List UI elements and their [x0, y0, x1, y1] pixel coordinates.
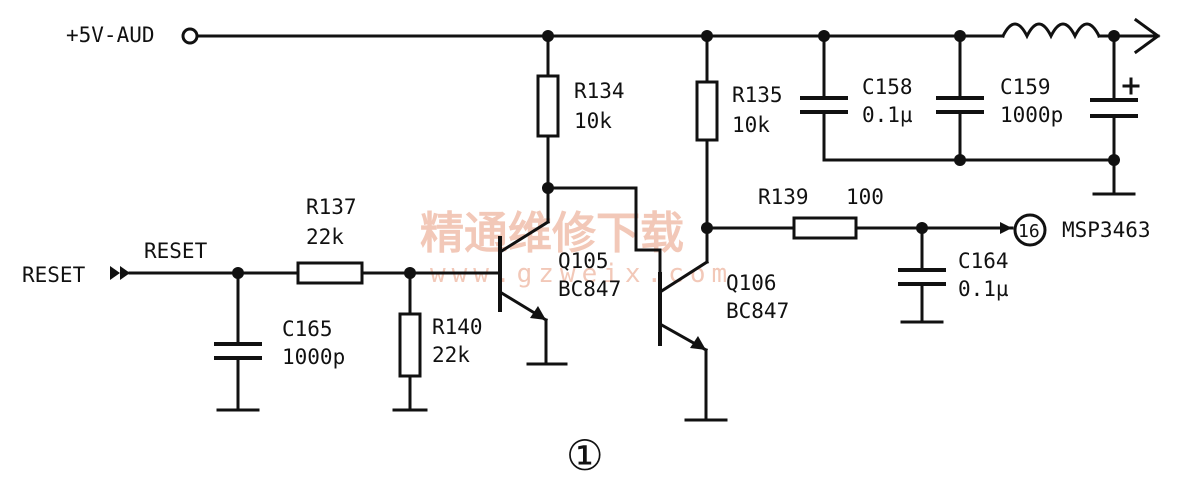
r137-value: 22k [306, 225, 344, 249]
r135-ref: R135 [732, 83, 783, 107]
c165-ref: C165 [282, 317, 333, 341]
supply-terminal [181, 27, 199, 45]
q105-part: BC847 [558, 277, 621, 301]
reset-input-label: RESET [22, 263, 86, 287]
r137-ref: R137 [306, 195, 357, 219]
resistor-r134 [536, 74, 560, 138]
supply-label: +5V-AUD [66, 23, 155, 47]
q105-to-q106-wire [546, 186, 662, 284]
r135-value: 10k [732, 113, 770, 137]
c164-value: 0.1µ [958, 277, 1009, 301]
output-network: R139 100 C164 0.1µ 16 MSP3463 [705, 185, 1151, 324]
c165-value: 1000p [282, 345, 345, 369]
r135-branch: R135 10k [695, 34, 783, 230]
reset-net-label: RESET [144, 239, 208, 263]
r134-ref: R134 [574, 79, 625, 103]
junction-dots [232, 30, 1120, 279]
c158-ref: C158 [862, 75, 913, 99]
c164-ref: C164 [958, 249, 1009, 273]
r134-value: 10k [574, 109, 612, 133]
resistor-r137 [296, 261, 364, 285]
transistor-q105: Q105 BC847 [497, 186, 621, 366]
supply-rail: +5V-AUD [66, 17, 1161, 55]
q106-part: BC847 [726, 299, 789, 323]
q105-emitter-arrow [530, 306, 546, 320]
reset-input-network: RESET RESET R137 22k C165 1000p R140 22k [22, 195, 502, 412]
output-arrow-icon [1000, 222, 1012, 234]
c159-value: 1000p [1000, 103, 1063, 127]
resistor-r140 [398, 312, 422, 378]
r140-ref: R140 [432, 315, 483, 339]
watermark: 精通维修下载 www.gzweix.com [420, 208, 727, 289]
resistor-r135 [695, 80, 719, 142]
figure-number: ① [566, 431, 604, 480]
q105-ref: Q105 [558, 249, 609, 273]
output-chip-label: MSP3463 [1062, 218, 1151, 242]
c159-ref: C159 [1000, 75, 1051, 99]
resistor-r139 [792, 216, 858, 240]
c158-value: 0.1µ [862, 103, 913, 127]
output-pin-circle [1013, 213, 1047, 247]
q106-emitter-arrow [690, 336, 706, 350]
r139-ref: R139 [758, 185, 809, 209]
r140-value: 22k [432, 343, 470, 367]
output-pin-number: 16 [1018, 221, 1040, 242]
r134-branch: R134 10k [536, 34, 625, 190]
r139-value: 100 [846, 185, 884, 209]
inductor [1000, 22, 1102, 40]
supply-decoupling: C158 0.1µ C159 1000p [800, 34, 1140, 196]
input-arrow-icon [110, 266, 120, 280]
q106-ref: Q106 [726, 271, 777, 295]
supply-arrow [1133, 17, 1161, 55]
transistor-q106: Q106 BC847 [657, 226, 789, 422]
